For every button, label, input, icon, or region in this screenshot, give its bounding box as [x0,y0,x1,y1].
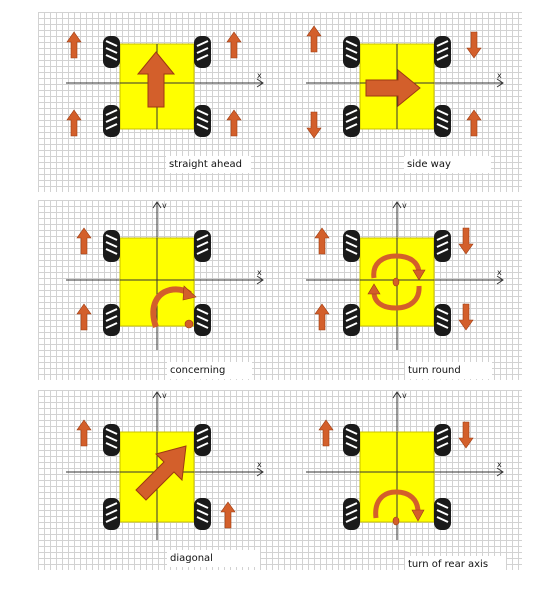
wheel-arrow-up-icon [314,303,330,331]
wheel-arrow-up-icon [220,501,236,529]
x-axis-label: x [257,71,262,80]
wheel-arrow-up-icon [66,31,82,59]
wheel-rear-left [103,304,120,336]
wheel-rear-right [434,105,451,137]
mecanum-diagram-diagonal [66,391,264,540]
mecanum-diagram-straight-ahead [66,31,264,137]
caption-turn-of-rear-axis: turn of rear axis [405,556,506,573]
wheel-front-left [343,36,360,68]
mecanum-diagram-turn-of-rear-axis [306,391,504,540]
mecanum-diagram-concerning [66,201,264,350]
x-axis-label: x [257,268,262,277]
x-axis-label: x [497,71,502,80]
wheel-front-right [434,230,451,262]
x-axis-label: x [497,268,502,277]
y-axis-label: v [402,391,407,400]
wheel-arrow-up-icon [226,109,242,137]
wheel-arrow-down-icon [458,303,474,331]
y-axis-label: v [162,391,167,400]
panel-side-way: x side way [278,12,522,192]
wheel-rear-left [343,304,360,336]
wheel-arrow-down-icon [466,31,482,59]
wheel-arrow-up-icon [466,109,482,137]
wheel-front-left [103,230,120,262]
wheel-front-right [434,424,451,456]
caption-concerning: concerning [167,362,252,379]
y-axis-label: v [162,201,167,210]
wheel-front-left [343,230,360,262]
mecanum-diagram-side-way [306,25,504,139]
wheel-arrow-up-icon [76,227,92,255]
wheel-rear-right [194,304,211,336]
panel-concerning: x v concerning [38,200,282,380]
forward-motion-arrow-icon [136,51,176,108]
panel-turn-of-rear-axis: x v turn of rear axis [278,390,522,573]
y-axis-label: v [402,201,407,210]
x-axis-label: x [257,460,262,469]
sideways-motion-arrow-icon [365,68,421,108]
wheel-arrow-up-icon [306,25,322,53]
wheel-rear-right [434,304,451,336]
wheel-rear-left [343,105,360,137]
panel-straight-ahead: x straight ahead [38,12,282,192]
wheel-arrow-up-icon [318,419,334,447]
wheel-arrow-up-icon [226,31,242,59]
wheel-rear-left [343,498,360,530]
diagonal-motion-arrow-icon [135,445,187,501]
wheel-arrow-up-icon [314,227,330,255]
wheel-front-right [434,36,451,68]
x-axis-label: x [497,460,502,469]
rear-axis-rotation-arrow-icon [373,489,425,526]
panel-diagonal: x v diagonal [38,390,282,570]
wheel-front-right [194,230,211,262]
caption-side-way: side way [404,156,491,173]
wheel-rear-left [103,498,120,530]
wheel-arrow-down-icon [458,421,474,449]
pivot-point-icon [184,319,194,329]
panel-turn-round: x v turn round [278,200,522,380]
caption-diagonal: diagonal [167,550,260,567]
wheel-front-right [194,36,211,68]
wheel-front-left [103,424,120,456]
wheel-front-right [194,424,211,456]
wheel-rear-right [434,498,451,530]
wheel-rear-right [194,105,211,137]
caption-straight-ahead: straight ahead [166,156,251,173]
rotation-arrows-icon [367,253,426,311]
wheel-rear-left [103,105,120,137]
wheel-front-left [343,424,360,456]
caption-turn-round: turn round [405,362,492,379]
wheel-arrow-up-icon [76,419,92,447]
wheel-arrow-up-icon [76,303,92,331]
wheel-front-left [103,36,120,68]
wheel-arrow-down-icon [306,111,322,139]
wheel-arrow-up-icon [66,109,82,137]
wheel-rear-right [194,498,211,530]
mecanum-diagram-turn-round [306,201,504,350]
wheel-arrow-down-icon [458,227,474,255]
